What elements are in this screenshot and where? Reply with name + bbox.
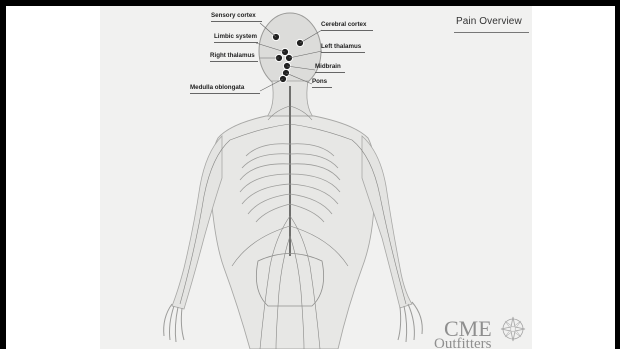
label-medulla-oblongata: Medulla oblongata xyxy=(190,84,244,91)
underline-midbrain xyxy=(315,72,345,73)
label-midbrain: Midbrain xyxy=(315,63,341,70)
slide-title-rule xyxy=(454,32,529,33)
label-cerebral-cortex: Cerebral cortex xyxy=(321,21,366,28)
body-figure-illustration xyxy=(100,6,532,349)
compass-rose-icon xyxy=(500,316,526,342)
label-pons: Pons xyxy=(312,78,327,85)
label-left-thalamus: Left thalamus xyxy=(321,43,361,50)
label-limbic-system: Limbic system xyxy=(214,33,257,40)
underline-pons xyxy=(312,87,332,88)
underline-sensory-cortex xyxy=(211,21,262,22)
underline-medulla-oblongata xyxy=(190,93,260,94)
label-sensory-cortex: Sensory cortex xyxy=(211,12,256,19)
underline-cerebral-cortex xyxy=(321,30,373,31)
frame-left-bar xyxy=(0,0,6,349)
underline-limbic-system xyxy=(214,42,258,43)
left-hand xyxy=(164,304,184,342)
torso-silhouette xyxy=(211,116,375,349)
frame-right-bar xyxy=(615,0,620,349)
underline-right-thalamus xyxy=(210,61,258,62)
underline-left-thalamus xyxy=(321,52,365,53)
right-hand xyxy=(398,302,422,342)
slide-canvas: Pain Overview Sensory cortex Cerebral co… xyxy=(100,6,532,349)
logo-line-outfitters: Outfitters xyxy=(434,337,492,349)
slide-title: Pain Overview xyxy=(456,16,522,27)
label-right-thalamus: Right thalamus xyxy=(210,52,255,59)
